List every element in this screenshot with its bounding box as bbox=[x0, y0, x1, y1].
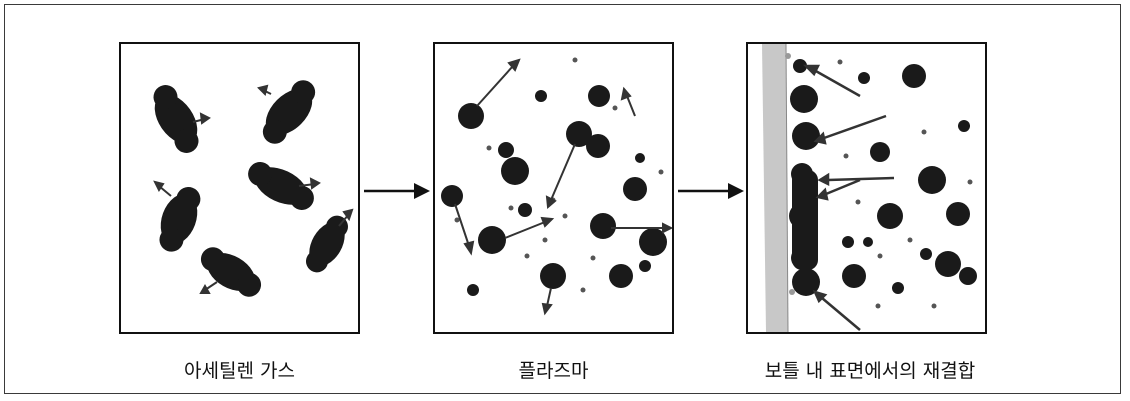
plasma-particle bbox=[540, 263, 566, 289]
acetylene-gas-panel bbox=[119, 42, 360, 334]
acetylene-gas-illustration bbox=[153, 80, 354, 297]
plasma-particle bbox=[609, 264, 633, 288]
plasma-illustration bbox=[441, 57, 672, 316]
surface-recombination-illustration bbox=[762, 44, 977, 332]
bottle-wall bbox=[762, 44, 788, 332]
plasma-particle bbox=[535, 90, 547, 102]
plasma-particle bbox=[518, 203, 532, 217]
gas-molecule bbox=[262, 80, 316, 144]
gas-molecule bbox=[200, 247, 262, 297]
plasma-caption: 플라즈마 bbox=[518, 360, 589, 382]
plasma-particle bbox=[623, 177, 647, 201]
deposited-layer bbox=[789, 59, 820, 296]
process-arrow-icon bbox=[676, 178, 746, 208]
plasma-particle bbox=[441, 185, 463, 207]
gas-molecule bbox=[306, 215, 348, 273]
plasma-particle bbox=[639, 228, 667, 256]
plasma-particle bbox=[586, 134, 610, 158]
plasma-particle bbox=[639, 260, 651, 272]
plasma-particle bbox=[566, 121, 592, 147]
plasma-panel bbox=[433, 42, 674, 334]
surface-recombination-panel bbox=[746, 42, 987, 334]
acetylene-gas-caption: 아세틸렌 가스 bbox=[184, 360, 295, 382]
plasma-particle bbox=[590, 213, 616, 239]
plasma-particle bbox=[588, 85, 610, 107]
plasma-particle bbox=[498, 142, 514, 158]
process-arrow-icon bbox=[362, 178, 432, 208]
plasma-particle bbox=[501, 157, 529, 185]
plasma-particle bbox=[467, 284, 479, 296]
plasma-particle bbox=[635, 153, 645, 163]
gas-molecule bbox=[248, 162, 314, 210]
diagram-frame bbox=[4, 4, 1121, 394]
surface-recombination-caption: 보틀 내 표면에서의 재결합 bbox=[764, 360, 976, 382]
gas-molecule bbox=[153, 85, 199, 153]
plasma-particle bbox=[458, 103, 484, 129]
gas-molecule bbox=[159, 187, 201, 252]
plasma-particle bbox=[478, 226, 506, 254]
